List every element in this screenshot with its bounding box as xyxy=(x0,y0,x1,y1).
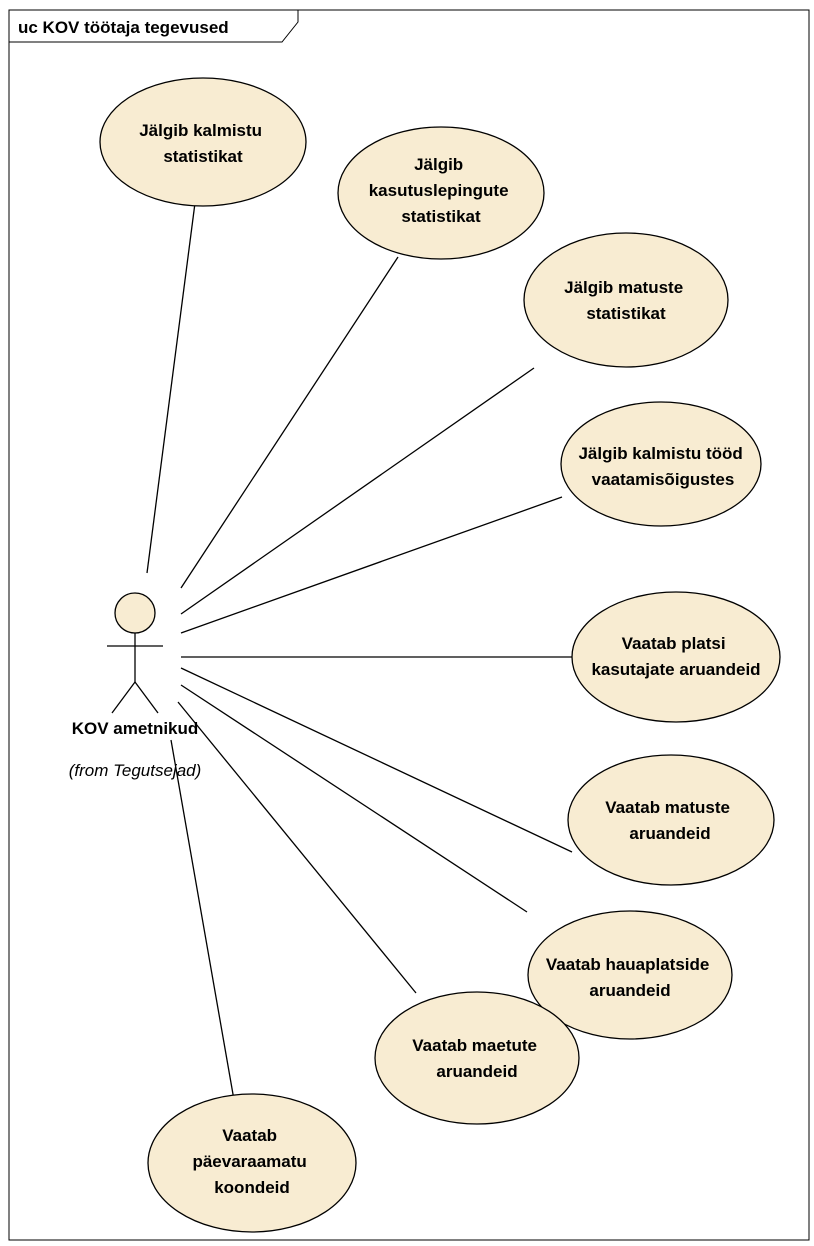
use-case-label: päevaraamatu xyxy=(192,1152,306,1171)
frame-title: uc KOV töötaja tegevused xyxy=(18,18,229,37)
association-line xyxy=(180,256,399,589)
actor[interactable] xyxy=(107,592,163,714)
use-case-label: koondeid xyxy=(214,1178,290,1197)
use-case-label: kasutuslepingute xyxy=(369,181,509,200)
diagram-frame xyxy=(8,9,810,1241)
association-line xyxy=(146,202,196,574)
use-case-ellipse xyxy=(527,910,733,1040)
use-case-label: kasutajate aruandeid xyxy=(591,660,760,679)
svg-text:Jälgib kasutuslepingute: Jälgib kasutuslepingute statistikat xyxy=(369,155,514,226)
use-case[interactable]: Vaatab platsi kasutajate aruandeid xyxy=(571,591,781,723)
svg-text:Vaatab maetute aruandeid: Vaatab maetute aruandeid xyxy=(412,1036,541,1081)
use-case[interactable]: Vaatab hauaplatside aruandeid xyxy=(527,910,733,1040)
use-case-ellipse xyxy=(147,1093,357,1233)
associations xyxy=(146,202,573,1101)
association-line xyxy=(180,684,528,913)
use-case-label: statistikat xyxy=(586,304,666,323)
svg-text:Vaatab hauaplatside arua: Vaatab hauaplatside aruandeid xyxy=(546,955,714,1000)
actor-right-leg xyxy=(134,681,159,714)
association-line xyxy=(170,739,235,1101)
svg-text:Jälgib kalmistu tööd vaa: Jälgib kalmistu tööd vaatamisõigustes xyxy=(578,444,747,489)
association-line xyxy=(177,701,417,994)
use-case-label: aruandeid xyxy=(436,1062,517,1081)
use-case-ellipse xyxy=(374,991,580,1125)
use-case-ellipse xyxy=(571,591,781,723)
use-case-ellipse xyxy=(337,126,545,260)
association-line xyxy=(180,367,535,615)
use-case-ellipse xyxy=(560,401,762,527)
use-case-label: aruandeid xyxy=(629,824,710,843)
use-case-label: Vaatab platsi xyxy=(622,634,726,653)
use-case-label: Vaatab xyxy=(222,1126,277,1145)
actor-from: (from Tegutsejad) xyxy=(69,761,202,780)
use-case[interactable]: Jälgib kalmistu tööd vaatamisõigustes xyxy=(560,401,762,527)
use-case-label: Jälgib kalmistu xyxy=(139,121,262,140)
use-case-label: Vaatab maetute xyxy=(412,1036,537,1055)
use-case-ellipse xyxy=(567,754,775,886)
use-case[interactable]: Vaatab päevaraamatu koondeid xyxy=(147,1093,357,1233)
association-line xyxy=(180,496,563,634)
actor-left-leg xyxy=(111,681,136,714)
svg-text:Vaatab päevaraamatu: Vaatab päevaraamatu koondeid xyxy=(192,1126,311,1197)
actor-head-icon xyxy=(114,592,156,634)
frame-tab xyxy=(8,9,299,43)
use-case-label: vaatamisõigustes xyxy=(592,470,735,489)
actor-name: KOV ametnikud xyxy=(72,719,199,738)
use-case[interactable]: Vaatab matuste aruandeid xyxy=(567,754,775,886)
use-case-label: Jälgib kalmistu tööd xyxy=(578,444,742,463)
svg-text:Jälgib matuste statistik: Jälgib matuste statistikat xyxy=(564,278,688,323)
use-case-label: Jälgib matuste xyxy=(564,278,683,297)
use-case[interactable]: Jälgib kalmistu statistikat xyxy=(99,77,307,207)
use-case-ellipse xyxy=(99,77,307,207)
use-case-label: aruandeid xyxy=(589,981,670,1000)
use-case[interactable]: Jälgib matuste statistikat xyxy=(523,232,729,368)
use-case-label: statistikat xyxy=(401,207,481,226)
use-case-label: Vaatab hauaplatside xyxy=(546,955,709,974)
svg-text:Vaatab platsi kasutajate: Vaatab platsi kasutajate aruandeid xyxy=(591,634,760,679)
association-line xyxy=(180,667,573,853)
svg-text:Jälgib kalmistu statisti: Jälgib kalmistu statistikat xyxy=(139,121,267,166)
use-case[interactable]: Vaatab maetute aruandeid xyxy=(374,991,580,1125)
use-case-label: Vaatab matuste xyxy=(605,798,730,817)
use-case-label: Jälgib xyxy=(414,155,463,174)
use-case-label: statistikat xyxy=(163,147,243,166)
use-case-ellipse xyxy=(523,232,729,368)
use-case[interactable]: Jälgib kasutuslepingute statistikat xyxy=(337,126,545,260)
svg-text:Vaatab matuste aruandeid: Vaatab matuste aruandeid xyxy=(605,798,734,843)
